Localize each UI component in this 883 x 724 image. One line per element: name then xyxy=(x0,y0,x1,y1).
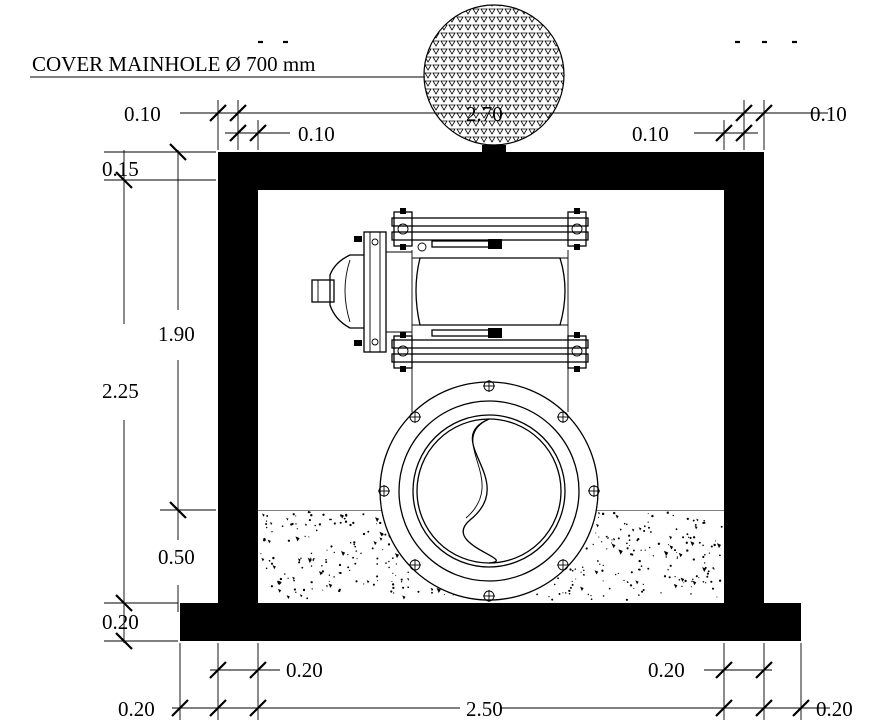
dim-bottom-span: 2.50 xyxy=(466,697,503,721)
dim-left-base: 0.20 xyxy=(102,610,139,634)
dim-left-top-slab: 0.15 xyxy=(102,157,139,181)
cover-label: COVER MAINHOLE Ø 700 mm xyxy=(32,52,316,76)
dim-top-right-outer: 0.10 xyxy=(810,102,847,126)
chamber-structure xyxy=(180,152,801,641)
left-dimension-lines xyxy=(104,143,216,650)
dim-left-fill: 0.50 xyxy=(158,545,195,569)
top-slab xyxy=(218,152,764,190)
dim-bottom-left-ext: 0.20 xyxy=(118,697,155,721)
base-slab xyxy=(180,603,801,641)
pipe-flange xyxy=(378,380,600,602)
dim-top-right-inner: 0.10 xyxy=(632,122,669,146)
dim-bottom-wall-left: 0.20 xyxy=(286,658,323,682)
right-wall xyxy=(724,152,764,604)
dim-top-left-inner: 0.10 xyxy=(298,122,335,146)
left-wall xyxy=(218,152,258,604)
dim-bottom-wall-right: 0.20 xyxy=(648,658,685,682)
gravel-fill xyxy=(258,510,724,601)
dim-bottom-right-ext: 0.20 xyxy=(816,697,853,721)
butterfly-valve-icon xyxy=(311,208,589,412)
bottom-dimension-lines xyxy=(171,643,830,720)
dim-left-interior: 1.90 xyxy=(158,322,195,346)
manhole-cover-icon xyxy=(423,4,565,152)
dim-top-overall: 2.70 xyxy=(466,102,503,126)
dim-left-total: 2.25 xyxy=(102,379,139,403)
top-dimension-lines xyxy=(180,100,828,150)
flange-bolts xyxy=(378,380,600,602)
dim-top-left-outer: 0.10 xyxy=(124,102,161,126)
